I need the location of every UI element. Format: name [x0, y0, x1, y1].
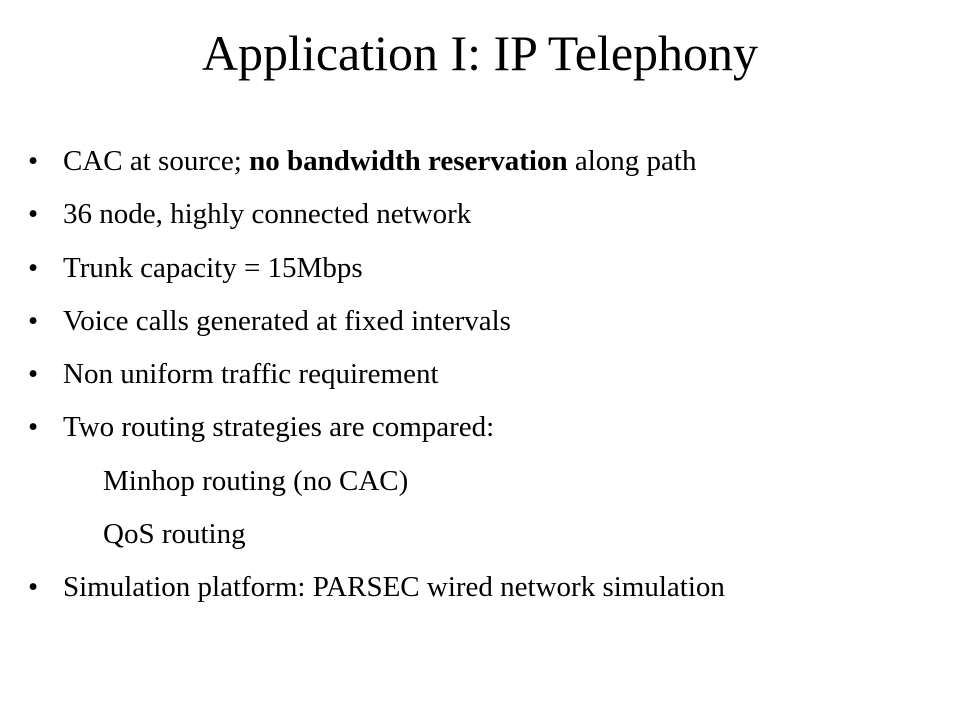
bullet-text: Voice calls generated at fixed intervals [63, 304, 511, 337]
bullet-text: Trunk capacity = 15Mbps [63, 251, 363, 284]
bullet-text-bold: no bandwidth reservation [249, 145, 568, 177]
bullet-list: • CAC at source; no bandwidth reservatio… [28, 136, 948, 616]
bullet-dot-icon: • [28, 411, 39, 444]
sub-item-minhop-routing: Minhop routing (no CAC) [28, 456, 948, 509]
bullet-dot-icon: • [28, 251, 39, 284]
bullet-dot-icon: • [28, 304, 39, 337]
bullet-item-voice-calls: • Voice calls generated at fixed interva… [28, 296, 948, 349]
bullet-text-pre: CAC at source; [63, 145, 250, 177]
sub-item-text: Minhop routing (no CAC) [103, 464, 409, 497]
bullet-item-simulation-platform: • Simulation platform: PARSEC wired netw… [28, 562, 948, 615]
bullet-item-network: • 36 node, highly connected network [28, 189, 948, 242]
bullet-dot-icon: • [28, 198, 39, 231]
bullet-text: CAC at source; no bandwidth reservation … [63, 136, 696, 186]
bullet-item-cac: • CAC at source; no bandwidth reservatio… [28, 136, 948, 189]
bullet-text: Non uniform traffic requirement [63, 358, 439, 391]
bullet-dot-icon: • [28, 571, 39, 604]
bullet-text-post: along path [567, 145, 697, 177]
bullet-item-routing-strategies: • Two routing strategies are compared: [28, 402, 948, 455]
slide-title: Application I: IP Telephony [201, 25, 759, 81]
sub-item-text: QoS routing [103, 518, 246, 551]
bullet-text: Two routing strategies are compared: [63, 411, 495, 444]
bullet-text: 36 node, highly connected network [63, 198, 472, 231]
bullet-dot-icon: • [28, 358, 39, 391]
bullet-item-traffic: • Non uniform traffic requirement [28, 349, 948, 402]
bullet-dot-icon: • [28, 145, 39, 177]
sub-item-qos-routing: QoS routing [28, 509, 948, 562]
bullet-text: Simulation platform: PARSEC wired networ… [63, 571, 725, 604]
bullet-item-trunk-capacity: • Trunk capacity = 15Mbps [28, 243, 948, 296]
